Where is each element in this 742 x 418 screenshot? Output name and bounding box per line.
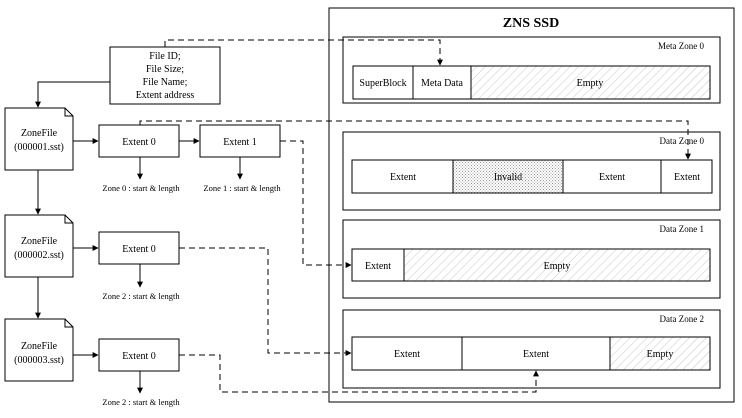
dashed-file3-extent-to-data-zone2	[179, 354, 539, 393]
zonefile-name: ZoneFile	[21, 341, 58, 352]
extent-box-file1-1: Extent 1 Zone 1 : start & length	[199, 124, 281, 193]
cell-label: SuperBlock	[359, 78, 406, 89]
zone-label: Meta Zone 0	[658, 41, 704, 51]
zone-label: Data Zone 0	[660, 136, 705, 146]
cell-label: Extent	[674, 172, 700, 183]
zonefile-1: ZoneFile (000001.sst)	[4, 107, 74, 171]
extent-label: Extent 0	[122, 351, 156, 362]
extent-box-file2-0: Extent 0 Zone 2 : start & length	[98, 231, 180, 301]
data-zone-0: Data Zone 0 Extent Invalid Extent Extent	[342, 131, 721, 211]
arrow-metadata-to-zonefile1	[35, 81, 110, 108]
extent-label: Extent 0	[122, 137, 156, 148]
zone-cell-empty	[403, 248, 711, 282]
extent-label: Extent 1	[223, 137, 257, 148]
file-metadata-box: File ID; File Size; File Name; Extent ad…	[109, 46, 221, 105]
zonefile-id: (000003.sst)	[14, 355, 64, 366]
zone-cell-empty	[609, 336, 711, 371]
cell-label: Extent	[523, 349, 549, 360]
cell-label: Invalid	[494, 172, 522, 183]
data-zone-2: Data Zone 2 Extent Extent Empty	[342, 309, 721, 389]
zonefile-id: (000002.sst)	[14, 250, 64, 261]
metadata-line: File ID;	[149, 51, 181, 62]
extent-caption: Zone 0 : start & length	[102, 183, 180, 193]
extent-label: Extent 0	[122, 244, 156, 255]
metadata-line: File Size;	[146, 64, 184, 75]
dashed-file2-extent-to-data-zone2	[179, 247, 352, 356]
data-zone-1: Data Zone 1 Extent Empty	[342, 219, 721, 299]
dashed-metadata-to-meta-data	[164, 39, 443, 66]
ssd-title: ZNS SSD	[503, 16, 559, 31]
cell-label: Extent	[365, 261, 391, 272]
zonefile-id: (000001.sst)	[14, 142, 64, 153]
zone-cell	[351, 159, 454, 194]
zone-cell	[660, 159, 713, 194]
dashed-extent0-to-data-zone0	[139, 120, 691, 160]
zone-cell	[562, 159, 662, 194]
extent-box-file1-0: Extent 0 Zone 0 : start & length	[98, 124, 180, 193]
zonefile-3: ZoneFile (000003.sst)	[4, 318, 74, 382]
cell-label: Empty	[577, 78, 604, 89]
extent-caption: Zone 2 : start & length	[102, 291, 180, 301]
zone-cell	[351, 248, 405, 282]
meta-zone-0: Meta Zone 0 SuperBlock Meta Data Empty	[342, 36, 721, 104]
metadata-line: Extent address	[136, 90, 195, 101]
metadata-line: File Name;	[143, 77, 188, 88]
cell-label: Empty	[647, 349, 674, 360]
zone-label: Data Zone 2	[660, 314, 704, 324]
cell-label: Empty	[544, 261, 571, 272]
zonefile-name: ZoneFile	[21, 128, 58, 139]
extent-box-file3-0: Extent 0 Zone 2 : start & length	[98, 338, 180, 407]
solid-arrows	[35, 81, 243, 394]
zone-cell-empty	[470, 65, 711, 100]
dashed-arrows	[139, 39, 691, 393]
zonefile-name: ZoneFile	[21, 236, 58, 247]
ssd-frame	[328, 7, 735, 403]
extent-caption: Zone 1 : start & length	[203, 183, 281, 193]
cell-label: Meta Data	[421, 78, 463, 89]
zonefile-2: ZoneFile (000002.sst)	[4, 214, 74, 278]
extent-caption: Zone 2 : start & length	[102, 397, 180, 407]
dashed-extent1-to-data-zone1	[280, 140, 352, 268]
cell-label: Extent	[394, 349, 420, 360]
zone-cell	[412, 65, 472, 100]
zone-cell	[461, 336, 611, 371]
cell-label: Extent	[599, 172, 625, 183]
cell-label: Extent	[390, 172, 416, 183]
zone-cell	[351, 336, 463, 371]
zone-label: Data Zone 1	[660, 224, 704, 234]
